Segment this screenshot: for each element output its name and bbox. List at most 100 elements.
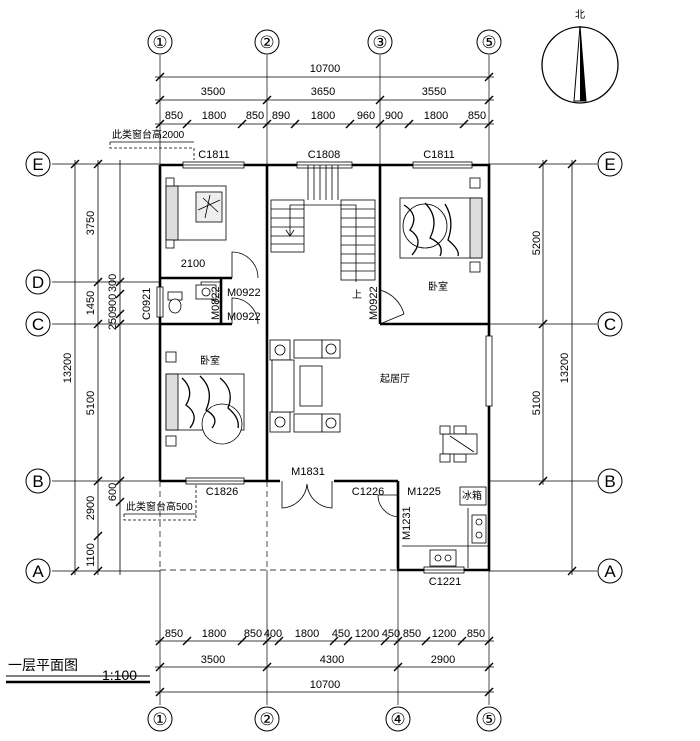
dim-bottom-fine-10: 1200 — [432, 628, 456, 640]
dimension-lines-bottom — [155, 636, 494, 697]
axis-top-1: ① — [152, 33, 167, 52]
drawing-title: 一层平面图 1:100 — [6, 657, 150, 684]
axis-right-A: A — [604, 562, 616, 581]
dim-bottom-fine-8: 450 — [382, 628, 400, 640]
label-m1831: M1831 — [291, 466, 325, 478]
label-c1808: C1808 — [308, 149, 340, 161]
dim-left-mid-5: 1100 — [85, 543, 97, 567]
dim-right-mid-1: 5200 — [531, 231, 543, 255]
axis-top-2: ② — [259, 33, 274, 52]
bed-top-left — [165, 177, 227, 249]
dim-top-fine-9: 850 — [468, 110, 486, 122]
axis-bubbles-sides: E D C B A E C B A — [25, 151, 623, 584]
north-label: 北 — [575, 9, 585, 21]
axis-bottom-5: ⑤ — [481, 710, 496, 729]
dim-bottom-fine-1: 850 — [165, 628, 183, 640]
dim-top-total: 10700 — [310, 63, 341, 75]
dim-top-mid-1: 3500 — [201, 86, 225, 98]
title-scale: 1:100 — [102, 667, 137, 683]
dim-bottom-mid-1: 3500 — [201, 654, 225, 666]
stairs — [270, 165, 376, 282]
label-c1811-left: C1811 — [198, 149, 230, 161]
living-furniture — [269, 339, 478, 463]
dim-top-fine-2: 1800 — [202, 110, 226, 122]
dim-top-mid-2: 3650 — [311, 86, 335, 98]
dim-bottom-fine-5: 1800 — [295, 628, 319, 640]
dim-bottom-fine-4: 400 — [264, 628, 282, 640]
axis-top-5: ⑤ — [481, 33, 496, 52]
dim-top-mid-3: 3550 — [422, 86, 446, 98]
bed-bottom-left — [165, 351, 245, 447]
label-c1226: C1226 — [352, 486, 384, 498]
axis-bottom-1: ① — [152, 710, 167, 729]
axis-left-E: E — [32, 155, 43, 174]
dim-top-fine-1: 850 — [165, 110, 183, 122]
axis-left-C: C — [32, 315, 44, 334]
note-sill-2000: 此类窗台高2000 — [112, 128, 185, 141]
label-m0822: M0822 — [210, 286, 222, 320]
dim-bottom-mid-3: 2900 — [431, 654, 455, 666]
dimension-lines-top — [155, 72, 494, 129]
dimension-lines-left — [70, 159, 125, 576]
dim-top-fine-5: 1800 — [311, 110, 335, 122]
label-m0922-lower: M0922 — [227, 311, 261, 323]
dim-left-mid-2: 1450 — [85, 291, 97, 315]
axis-left-A: A — [32, 562, 44, 581]
axis-top-3: ③ — [372, 33, 387, 52]
room-labels: 卧室 卧室 起居厅 冰箱 — [200, 280, 482, 502]
dim-left-mid-1: 3750 — [85, 211, 97, 235]
dim-bottom-mid-2: 4300 — [320, 654, 344, 666]
axis-right-E: E — [604, 155, 615, 174]
room-living: 起居厅 — [380, 373, 410, 385]
sill-notes: 此类窗台高2000 此类窗台高500 — [109, 128, 197, 521]
dim-right-total: 13200 — [559, 353, 571, 384]
dim-left-mid-4: 2900 — [85, 496, 97, 520]
axis-right-C: C — [604, 315, 616, 334]
dim-top-fine-8: 1800 — [424, 110, 448, 122]
dimension-lines-right — [538, 159, 577, 576]
bed-top-right — [399, 177, 483, 273]
opening-labels: C1811 C1808 C1811 2100 M0922 M0822 M0922… — [141, 149, 461, 588]
axis-bubbles-bottom: ① ② ④ ⑤ — [147, 706, 502, 732]
axis-bubbles-top: ① ② ③ ⑤ — [147, 29, 502, 55]
kitchen-fixtures — [402, 486, 489, 568]
label-m1231: M1231 — [401, 506, 413, 540]
dim-top-fine-6: 960 — [357, 110, 375, 122]
label-m0922-stair: M0922 — [368, 286, 380, 320]
dim-right-mid-2: 5100 — [531, 391, 543, 415]
axis-lines — [52, 55, 597, 705]
label-dim-2100: 2100 — [181, 258, 205, 270]
dim-top-fine-4: 890 — [272, 110, 290, 122]
dim-left-fine-1: 300 — [107, 274, 119, 292]
bathroom-fixtures — [167, 284, 217, 314]
dim-bottom-fine-6: 450 — [332, 628, 350, 640]
windows — [156, 161, 493, 574]
label-c1811-right: C1811 — [423, 149, 455, 161]
note-sill-500: 此类窗台高500 — [126, 500, 193, 513]
axis-left-D: D — [32, 273, 44, 292]
dim-bottom-fine-7: 1200 — [355, 628, 379, 640]
dim-left-fine-4: 600 — [107, 483, 119, 501]
axis-bottom-4: ④ — [390, 710, 405, 729]
north-arrow: 北 — [541, 9, 619, 104]
dim-bottom-total: 10700 — [310, 679, 341, 691]
dim-bottom-fine-2: 1800 — [202, 628, 226, 640]
axis-left-B: B — [32, 472, 43, 491]
label-c1826: C1826 — [206, 486, 238, 498]
dim-bottom-fine-3: 850 — [244, 628, 262, 640]
dim-bottom-fine-11: 850 — [467, 628, 485, 640]
stairs-up-label: 上 — [352, 289, 362, 301]
title-text: 一层平面图 — [8, 657, 78, 673]
dim-top-fine-7: 900 — [385, 110, 403, 122]
axis-right-B: B — [604, 472, 615, 491]
label-c1221: C1221 — [429, 576, 461, 588]
dim-left-fine-3: 250 — [107, 312, 119, 330]
axis-bottom-2: ② — [259, 710, 274, 729]
room-bedroom-left: 卧室 — [200, 354, 220, 367]
dim-left-mid-3: 5100 — [85, 391, 97, 415]
label-m1225: M1225 — [407, 486, 441, 498]
room-bedroom-right: 卧室 — [428, 280, 448, 293]
dim-left-fine-2: 900 — [107, 294, 119, 312]
dim-top-fine-3: 850 — [246, 110, 264, 122]
